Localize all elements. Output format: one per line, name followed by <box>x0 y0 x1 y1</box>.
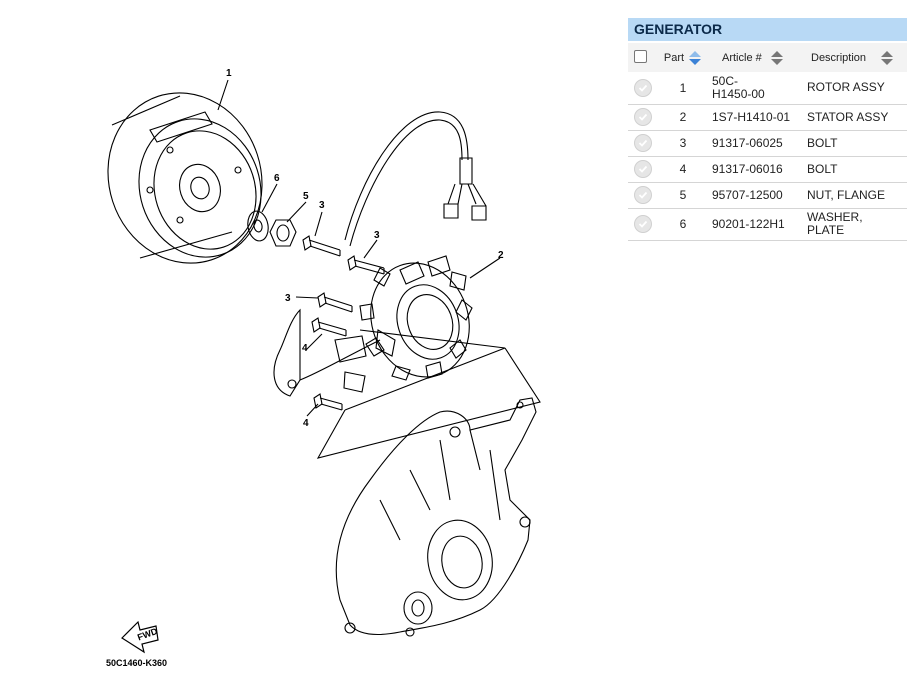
article-cell: 91317-06016 <box>712 161 783 176</box>
fwd-arrow-icon: FWD <box>121 620 159 654</box>
table-row[interactable]: 4 91317-06016 BOLT <box>628 156 907 183</box>
description-column-header[interactable]: Description <box>807 43 907 72</box>
sort-icon[interactable] <box>770 50 784 66</box>
row-select-icon[interactable] <box>634 160 652 178</box>
select-all-header <box>628 43 654 72</box>
part-cell: 2 <box>654 104 712 131</box>
part-cell: 4 <box>654 156 712 183</box>
bolt-drawings <box>302 235 385 411</box>
description-cell: WASHER, PLATE <box>807 210 863 237</box>
table-row[interactable]: 3 91317-06025 BOLT <box>628 130 907 157</box>
cover-drawing <box>335 397 537 637</box>
panel-title: GENERATOR <box>628 18 907 41</box>
table-row[interactable]: 5 95707-12500 NUT, FLANGE <box>628 182 907 209</box>
part-column-header[interactable]: Part <box>654 43 712 72</box>
table-row[interactable]: 1 50C-H1450-00 ROTOR ASSY <box>628 72 907 105</box>
parts-list-panel: GENERATOR Part A <box>628 18 907 241</box>
description-cell: BOLT <box>807 161 838 176</box>
table-row[interactable]: 6 90201-122H1 WASHER, PLATE <box>628 208 907 241</box>
article-cell: 1S7-H1410-01 <box>712 109 791 124</box>
part-cell: 3 <box>654 130 712 157</box>
part-header-label: Part <box>663 51 685 64</box>
diagram-code: 50C1460-K360 <box>106 658 167 668</box>
row-select-icon[interactable] <box>634 215 652 233</box>
part-cell: 1 <box>654 72 712 105</box>
callout-1[interactable]: 1 <box>226 68 232 79</box>
part-cell: 6 <box>654 208 712 241</box>
callout-4[interactable]: 4 <box>302 343 308 354</box>
description-cell: NUT, FLANGE <box>807 187 886 202</box>
description-cell: BOLT <box>807 135 838 150</box>
sort-active-icon[interactable] <box>688 50 702 66</box>
wire-harness-drawing <box>273 111 487 397</box>
row-select-icon[interactable] <box>634 134 652 152</box>
callout-3[interactable]: 3 <box>285 293 291 304</box>
nut-drawing <box>269 219 297 247</box>
description-cell: ROTOR ASSY <box>807 80 885 95</box>
description-cell: STATOR ASSY <box>807 109 889 124</box>
diagram-svg: FWD 50C1460-K360 1 2 3 3 3 4 4 5 6 <box>106 68 541 668</box>
article-header-label: Article # <box>722 51 762 64</box>
callout-3[interactable]: 3 <box>374 230 380 241</box>
callout-5[interactable]: 5 <box>303 191 309 202</box>
article-cell: 95707-12500 <box>712 187 783 202</box>
callout-2[interactable]: 2 <box>498 250 504 261</box>
article-cell: 50C-H1450-00 <box>712 73 765 101</box>
part-cell: 5 <box>654 182 712 209</box>
article-cell: 90201-122H1 <box>712 216 785 231</box>
row-select-icon[interactable] <box>634 186 652 204</box>
rotor-drawing <box>107 92 263 264</box>
callout-6[interactable]: 6 <box>274 173 280 184</box>
parts-table: Part Article # <box>628 43 907 241</box>
table-row[interactable]: 2 1S7-H1410-01 STATOR ASSY <box>628 104 907 131</box>
stator-drawing <box>334 255 473 393</box>
table-header-row: Part Article # <box>628 43 907 72</box>
article-column-header[interactable]: Article # <box>712 43 807 72</box>
exploded-parts-diagram: FWD 50C1460-K360 1 2 3 3 3 4 4 5 6 <box>106 68 541 668</box>
washer-drawing <box>247 210 269 242</box>
article-cell: 91317-06025 <box>712 135 783 150</box>
select-all-checkbox[interactable] <box>634 49 647 63</box>
row-select-icon[interactable] <box>634 78 652 97</box>
callout-4[interactable]: 4 <box>303 418 309 429</box>
description-header-label: Description <box>811 51 867 64</box>
assembly-leader-lines <box>316 329 541 459</box>
sort-icon[interactable] <box>880 50 894 66</box>
row-select-icon[interactable] <box>634 108 652 126</box>
callout-3[interactable]: 3 <box>319 200 325 211</box>
